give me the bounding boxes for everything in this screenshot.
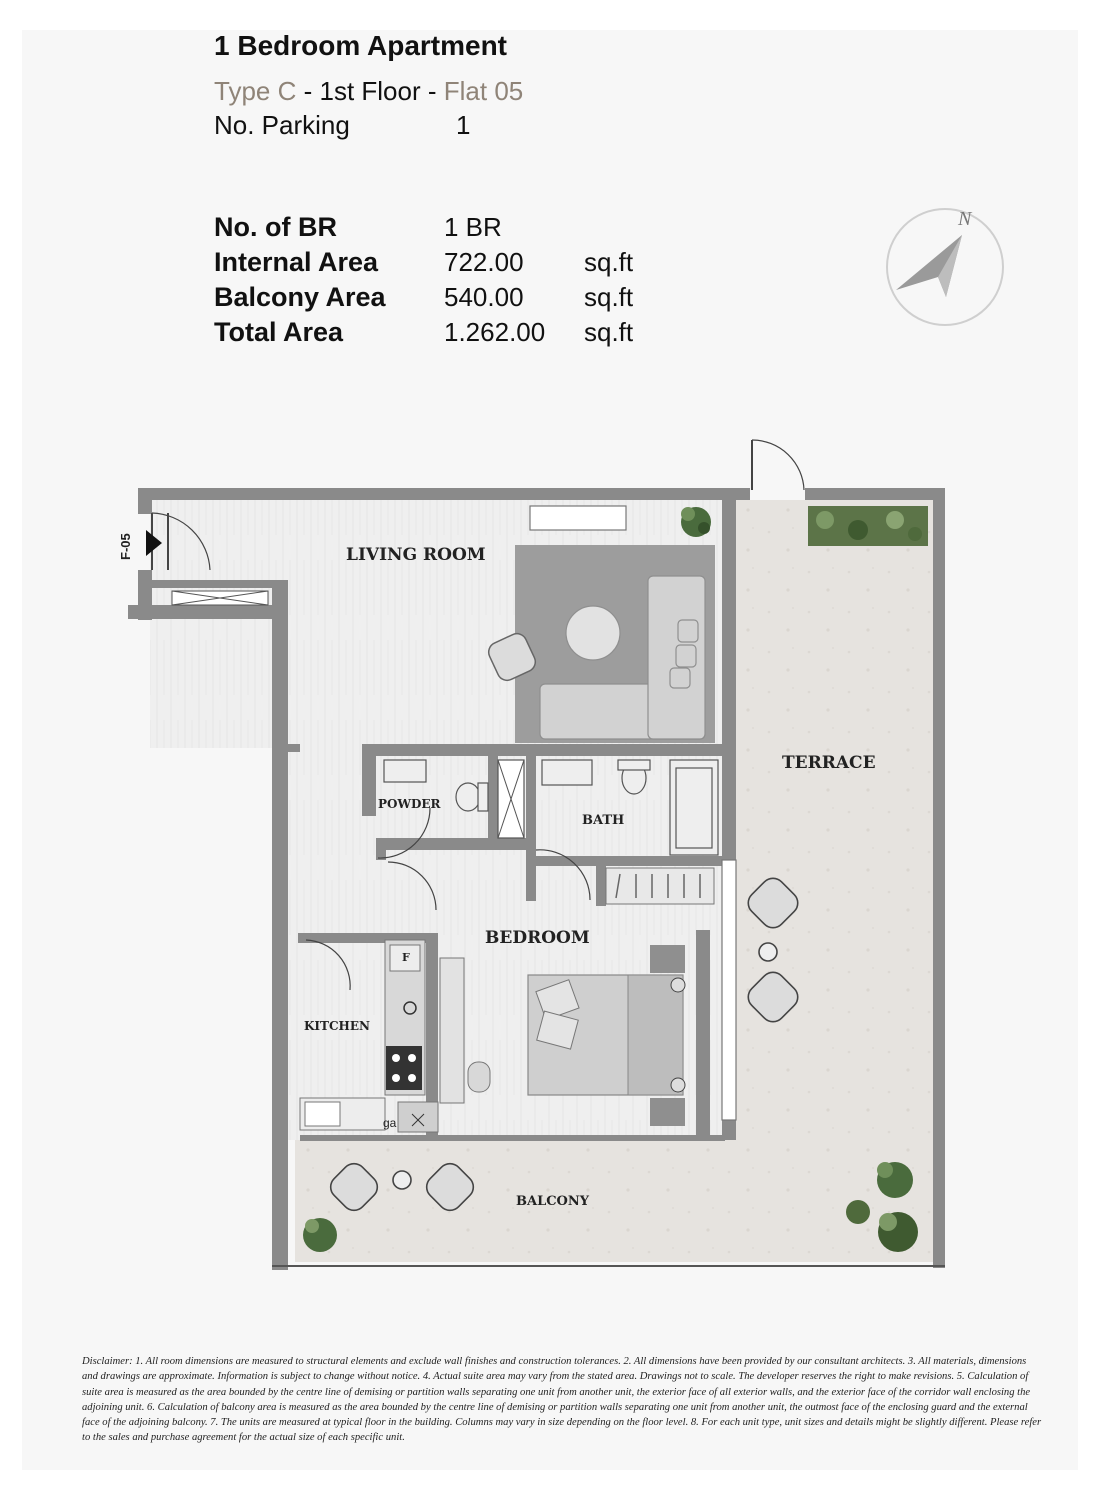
bed <box>527 945 686 1126</box>
room-label-powder: POWDER <box>378 797 442 811</box>
spec-label: Total Area <box>214 317 344 347</box>
entry-arrow-icon <box>146 530 162 556</box>
kitchen-counter <box>299 939 439 1133</box>
room-label-living-room: LIVING ROOM <box>346 545 486 565</box>
separator: - <box>420 76 444 106</box>
balcony-chairs <box>329 1162 475 1212</box>
unit-type: Type C <box>214 76 297 106</box>
room-label-kitchen: KITCHEN <box>304 1019 370 1033</box>
room-label-bedroom: BEDROOM <box>485 928 590 948</box>
spec-row-internal-area: Internal Area 722.00 sq.ft <box>214 247 674 282</box>
sofa <box>539 575 706 740</box>
linen-cabinet <box>497 759 525 839</box>
spec-unit: sq.ft <box>584 317 634 347</box>
balcony-floor <box>295 1140 935 1262</box>
desk <box>439 957 491 1104</box>
room-label-terrace: TERRACE <box>782 753 876 773</box>
spec-label: Internal Area <box>214 247 379 277</box>
spec-unit: sq.ft <box>584 282 634 312</box>
compass-north-label: N <box>957 208 973 230</box>
planter-box <box>808 506 928 546</box>
separator: - <box>296 76 320 106</box>
unit-floor: 1st Floor <box>319 76 421 106</box>
spec-row-total-area: Total Area 1.262.00 sq.ft <box>214 317 674 352</box>
terrace-door <box>751 439 805 491</box>
unit-tag: F-05 <box>118 533 133 560</box>
sanitary-fixtures <box>383 759 719 856</box>
compass-icon: N <box>886 208 1004 326</box>
exterior-walls <box>128 488 945 1270</box>
spec-label: No. of BR <box>214 212 337 242</box>
spec-row-balcony-area: Balcony Area 540.00 sq.ft <box>214 282 674 317</box>
gas-label: ga <box>383 1116 397 1130</box>
page-title: 1 Bedroom Apartment <box>214 30 508 61</box>
wardrobe <box>605 867 715 905</box>
disclaimer-text: Disclaimer: 1. All room dimensions are m… <box>82 1356 1042 1444</box>
interior-walls <box>288 744 732 1141</box>
armchair <box>487 632 537 682</box>
coffee-table <box>565 605 621 661</box>
plant-icon <box>303 1162 918 1252</box>
spec-value: 722.00 <box>444 247 524 277</box>
duct-shaft <box>171 590 269 606</box>
spec-row-bedrooms: No. of BR 1 BR <box>214 212 674 247</box>
spec-label: Balcony Area <box>214 282 386 312</box>
room-label-balcony: BALCONY <box>516 1194 590 1209</box>
unit-flat: Flat 05 <box>443 76 524 106</box>
spec-value: 1.262.00 <box>444 317 546 347</box>
spec-value: 540.00 <box>444 282 524 312</box>
room-label-bath: BATH <box>582 813 624 828</box>
kitchen-door <box>305 939 351 991</box>
unit-subtitle: Type C - 1st Floor - Flat 05 <box>214 76 523 107</box>
parking-value: 1 <box>456 110 471 140</box>
fridge-label: F <box>402 951 410 964</box>
parking-label: No. Parking <box>214 110 350 140</box>
windows <box>529 505 737 1121</box>
parking-row: No. Parking 1 <box>214 110 470 141</box>
bathroom-doors <box>377 807 591 911</box>
spec-value: 1 BR <box>444 212 502 242</box>
spec-unit: sq.ft <box>584 247 634 277</box>
spec-table: No. of BR 1 BR Internal Area 722.00 sq.f… <box>214 212 674 352</box>
terrace-chairs <box>747 877 799 1023</box>
plant-icon <box>681 507 711 537</box>
